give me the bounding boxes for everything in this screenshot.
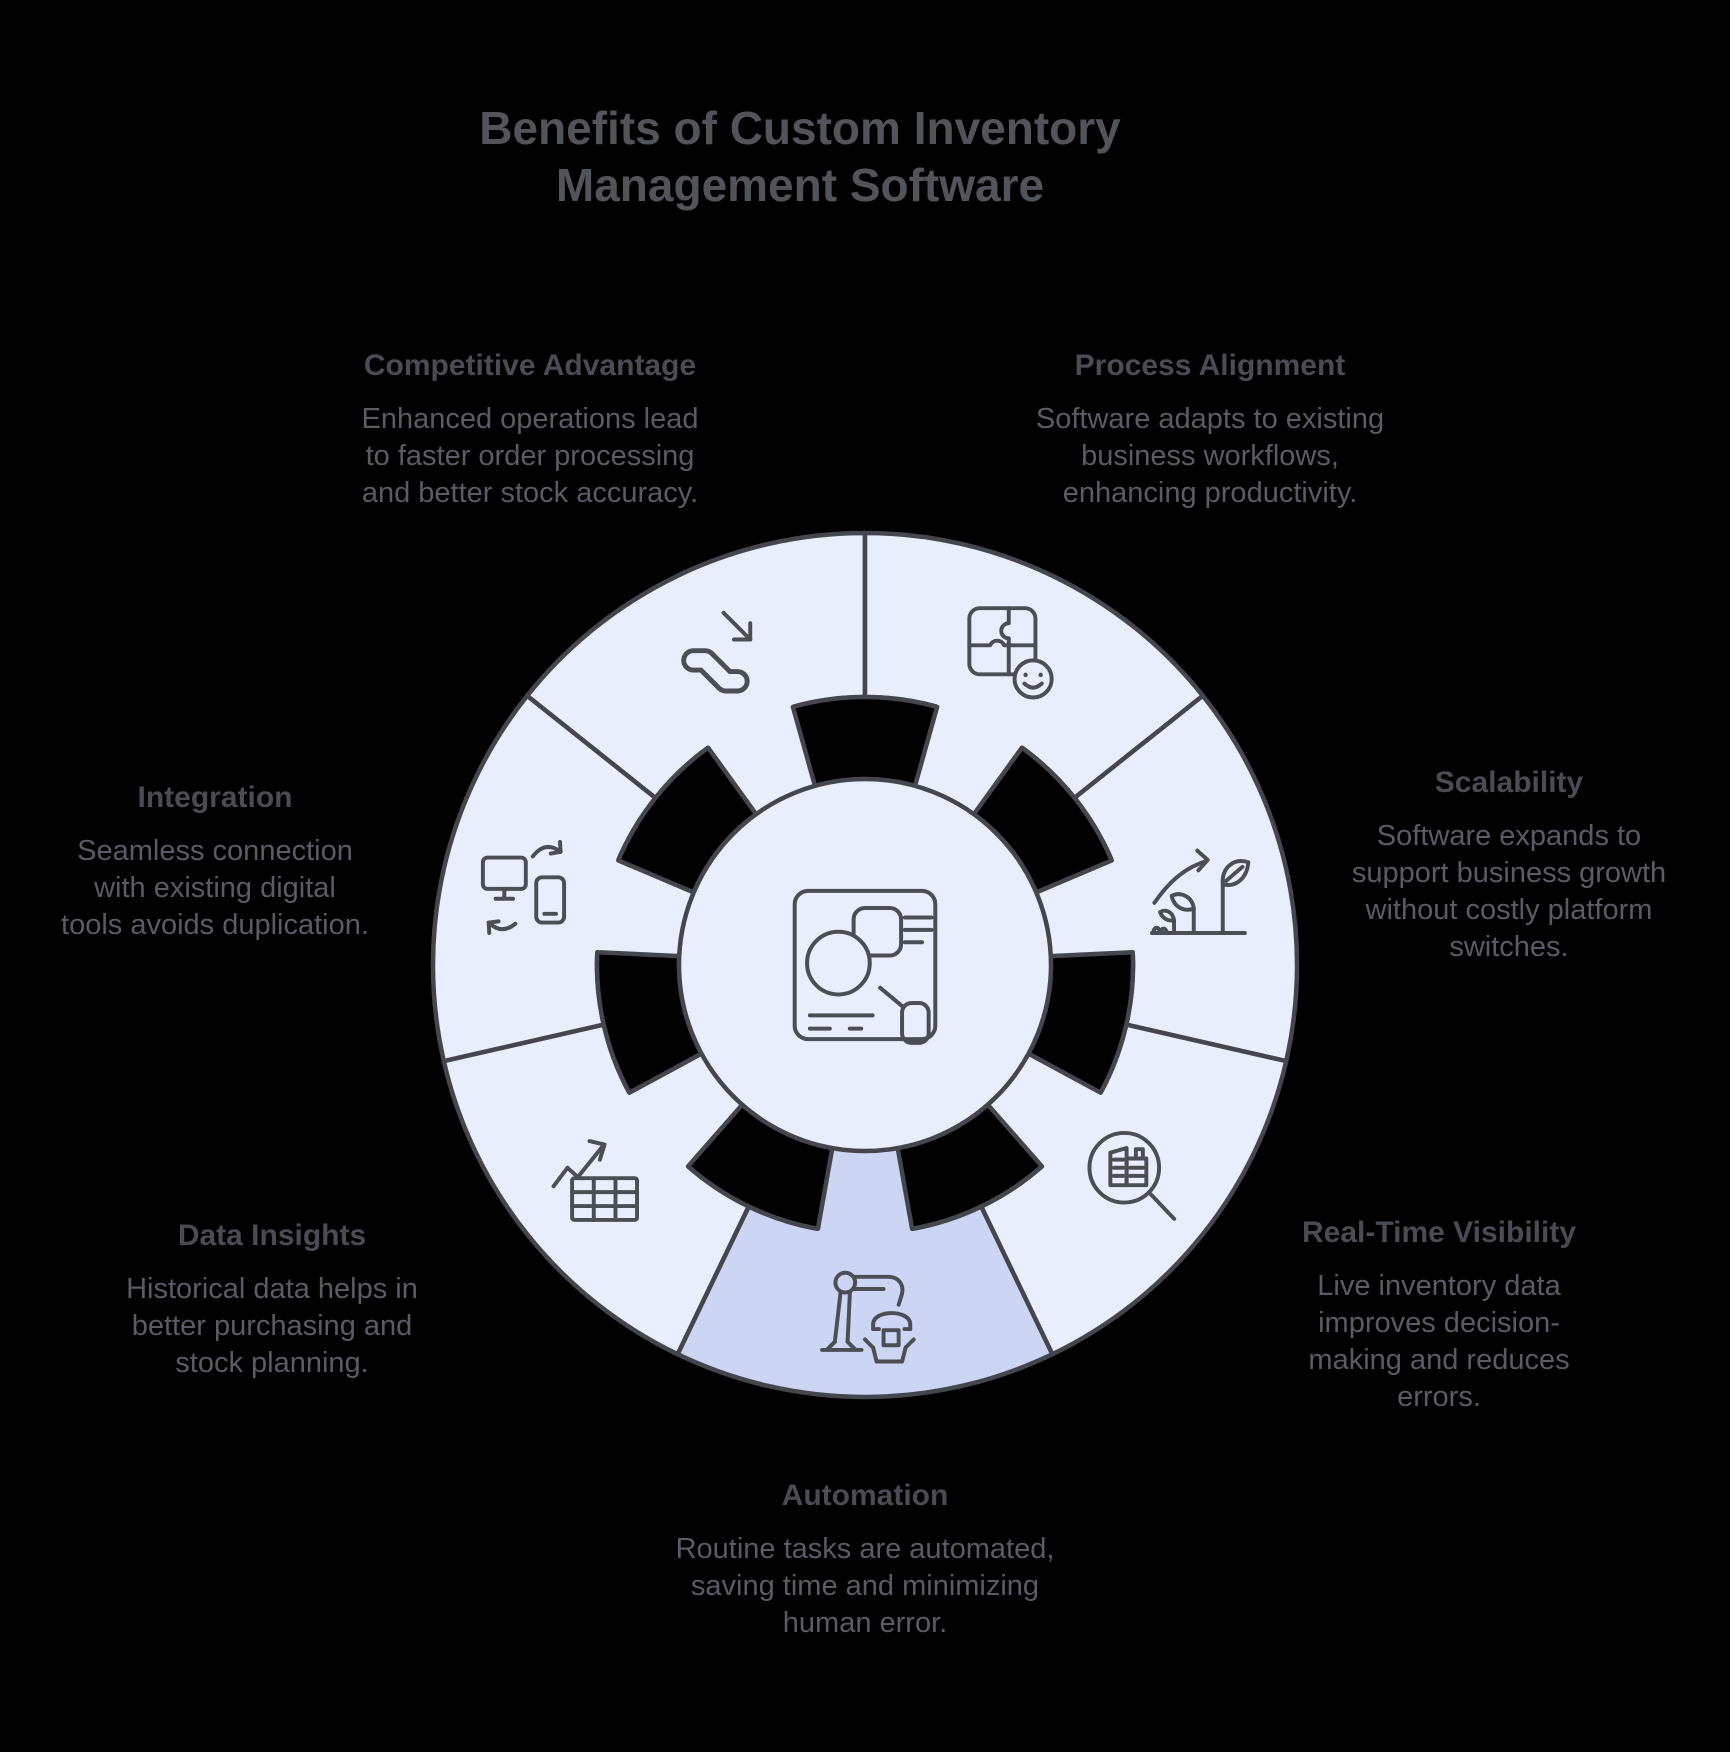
real-time-visibility-body: Live inventory data improves decision- m…	[1308, 1270, 1570, 1413]
label-real-time-visibility: Real-Time Visibility Live inventory data…	[1240, 1215, 1638, 1416]
infographic-title: Benefits of Custom Inventory Management …	[479, 102, 1121, 211]
data-insights-heading: Data Insights	[177, 1219, 367, 1252]
real-time-visibility-heading: Real-Time Visibility	[1302, 1216, 1576, 1249]
scalability-heading: Scalability	[1434, 766, 1584, 799]
competitive-advantage-heading: Competitive Advantage	[363, 349, 697, 382]
gear-notch	[790, 694, 940, 789]
integration-heading: Integration	[137, 781, 293, 814]
label-scalability: Scalability Software expands to support …	[1312, 765, 1706, 966]
process-alignment-body: Software adapts to existing business wor…	[1035, 403, 1385, 509]
label-data-insights: Data Insights Historical data helps in b…	[70, 1218, 474, 1382]
automation-body: Routine tasks are automated, saving time…	[675, 1533, 1055, 1639]
spoke-data-insights	[626, 1051, 745, 1169]
automation-heading: Automation	[781, 1479, 949, 1512]
label-automation: Automation Routine tasks are automated, …	[615, 1478, 1115, 1642]
label-integration: Integration Seamless connection with exi…	[18, 780, 412, 944]
competitive-advantage-body: Enhanced operations lead to faster order…	[361, 403, 699, 509]
process-alignment-heading: Process Alignment	[1074, 349, 1346, 382]
spoke-real-time-visibility	[985, 1051, 1104, 1169]
spoke-automation	[817, 1144, 913, 1237]
spoke-process-alignment	[913, 704, 1024, 818]
label-process-alignment: Process Alignment Software adapts to exi…	[930, 348, 1490, 512]
data-insights-body: Historical data helps in better purchasi…	[126, 1273, 418, 1379]
spoke-competitive-advantage	[706, 704, 817, 818]
label-competitive-advantage: Competitive Advantage Enhanced operation…	[250, 348, 810, 512]
integration-body: Seamless connection with existing digita…	[61, 835, 369, 941]
scalability-body: Software expands to support business gro…	[1351, 820, 1667, 963]
